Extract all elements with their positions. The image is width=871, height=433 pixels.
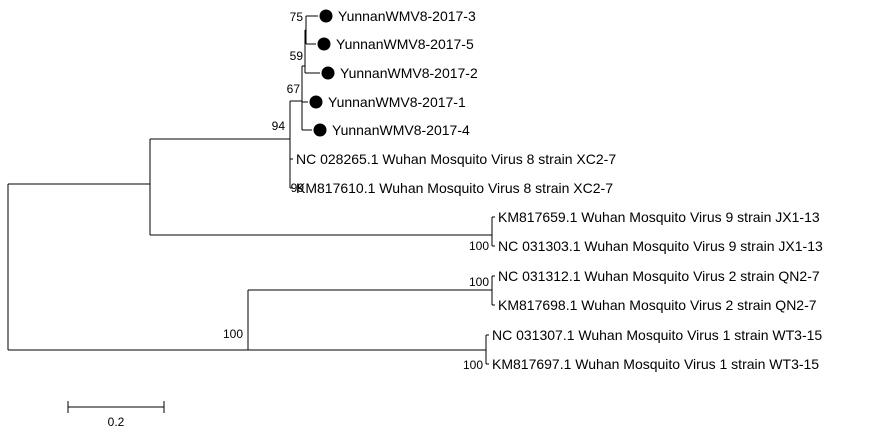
leaf-label: NC 031312.1 Wuhan Mosquito Virus 2 strai… (498, 268, 820, 284)
leaf-label: KM817610.1 Wuhan Mosquito Virus 8 strain… (296, 180, 613, 196)
bootstrap-value: 75 (290, 10, 304, 24)
leaf-label: YunnanWMV8-2017-1 (328, 94, 466, 110)
filled-circle-icon (309, 95, 323, 109)
scale-bar: 0.2 (67, 401, 165, 429)
leaf-label: KM817659.1 Wuhan Mosquito Virus 9 strain… (498, 209, 820, 225)
leaf-label: YunnanWMV8-2017-4 (332, 122, 470, 138)
leaf-label: KM817698.1 Wuhan Mosquito Virus 2 strain… (498, 297, 817, 313)
leaf-label: YunnanWMV8-2017-2 (340, 65, 478, 81)
bootstrap-values: 75 59 67 94 99 100 100 100 100 (223, 10, 489, 372)
bootstrap-value: 94 (272, 119, 286, 133)
leaf-markers (309, 9, 335, 137)
leaf-label: NC 031303.1 Wuhan Mosquito Virus 9 strai… (498, 238, 823, 254)
bootstrap-value: 59 (290, 49, 304, 63)
scale-bar-label: 0.2 (108, 415, 125, 429)
leaf-label: KM817697.1 Wuhan Mosquito Virus 1 strain… (492, 356, 819, 372)
bootstrap-value: 99 (291, 181, 305, 195)
leaf-labels: YunnanWMV8-2017-3YunnanWMV8-2017-5Yunnan… (296, 8, 823, 372)
bootstrap-value: 100 (469, 239, 489, 253)
filled-circle-icon (313, 123, 327, 137)
filled-circle-icon (317, 37, 331, 51)
bootstrap-value: 67 (287, 82, 301, 96)
leaf-label: YunnanWMV8-2017-5 (336, 36, 474, 52)
tree-branches (7, 15, 495, 365)
leaf-label: NC 028265.1 Wuhan Mosquito Virus 8 strai… (296, 151, 616, 167)
bootstrap-value: 100 (223, 327, 243, 341)
leaf-label: NC 031307.1 Wuhan Mosquito Virus 1 strai… (492, 327, 822, 343)
bootstrap-value: 100 (469, 275, 489, 289)
filled-circle-icon (319, 9, 333, 23)
filled-circle-icon (321, 66, 335, 80)
leaf-label: YunnanWMV8-2017-3 (338, 8, 476, 24)
bootstrap-value: 100 (463, 358, 483, 372)
